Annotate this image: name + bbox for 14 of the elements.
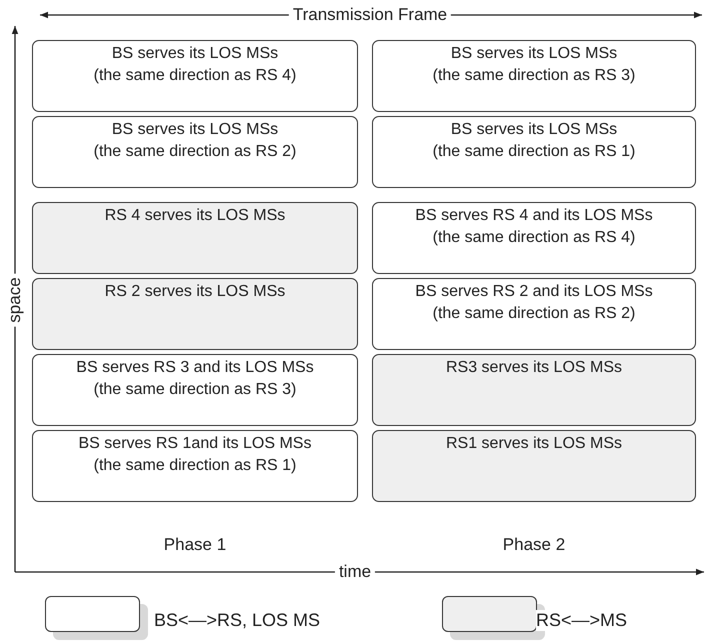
schedule-slot: BS serves RS 3 and its LOS MSs (the same direction as RS 3): [32, 354, 358, 426]
schedule-slot: BS serves its LOS MSs (the same direction as RS 1): [372, 116, 696, 188]
schedule-slot: RS1 serves its LOS MSs: [372, 430, 696, 502]
schedule-slot: BS serves its LOS MSs (the same direction as RS 2): [32, 116, 358, 188]
schedule-slot: BS serves RS 2 and its LOS MSs (the same direction as RS 2): [372, 278, 696, 350]
legend-label: BS<—>RS, LOS MS: [154, 610, 320, 631]
schedule-slot: BS serves its LOS MSs (the same direction as RS 3): [372, 40, 696, 112]
schedule-slot: RS 2 serves its LOS MSs: [32, 278, 358, 350]
schedule-slot: BS serves its LOS MSs (the same direction as RS 4): [32, 40, 358, 112]
schedule-slot: RS3 serves its LOS MSs: [372, 354, 696, 426]
schedule-slot: BS serves RS 4 and its LOS MSs (the same direction as RS 4): [372, 202, 696, 274]
schedule-slot: RS 4 serves its LOS MSs: [32, 202, 358, 274]
schedule-slot: BS serves RS 1and its LOS MSs (the same direction as RS 1): [32, 430, 358, 502]
legend-label: RS<—>MS: [536, 610, 628, 631]
